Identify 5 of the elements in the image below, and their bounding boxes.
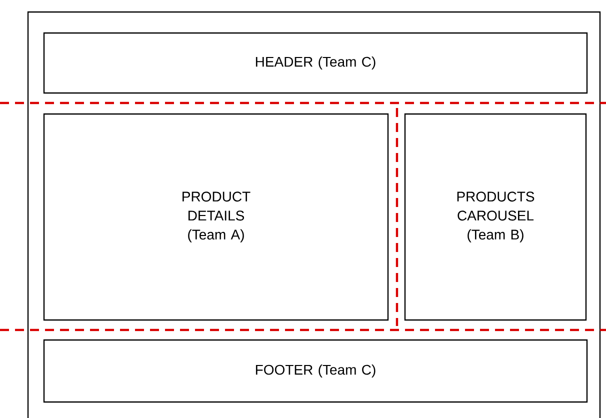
page-frame (27, 11, 601, 418)
section-box: FOOTER (Team C) (43, 339, 588, 403)
section-box: HEADER (Team C) (43, 32, 588, 94)
section-box: PRODUCT DETAILS (Team A) (43, 113, 389, 321)
section-box: PRODUCTS CAROUSEL (Team B) (404, 113, 587, 321)
